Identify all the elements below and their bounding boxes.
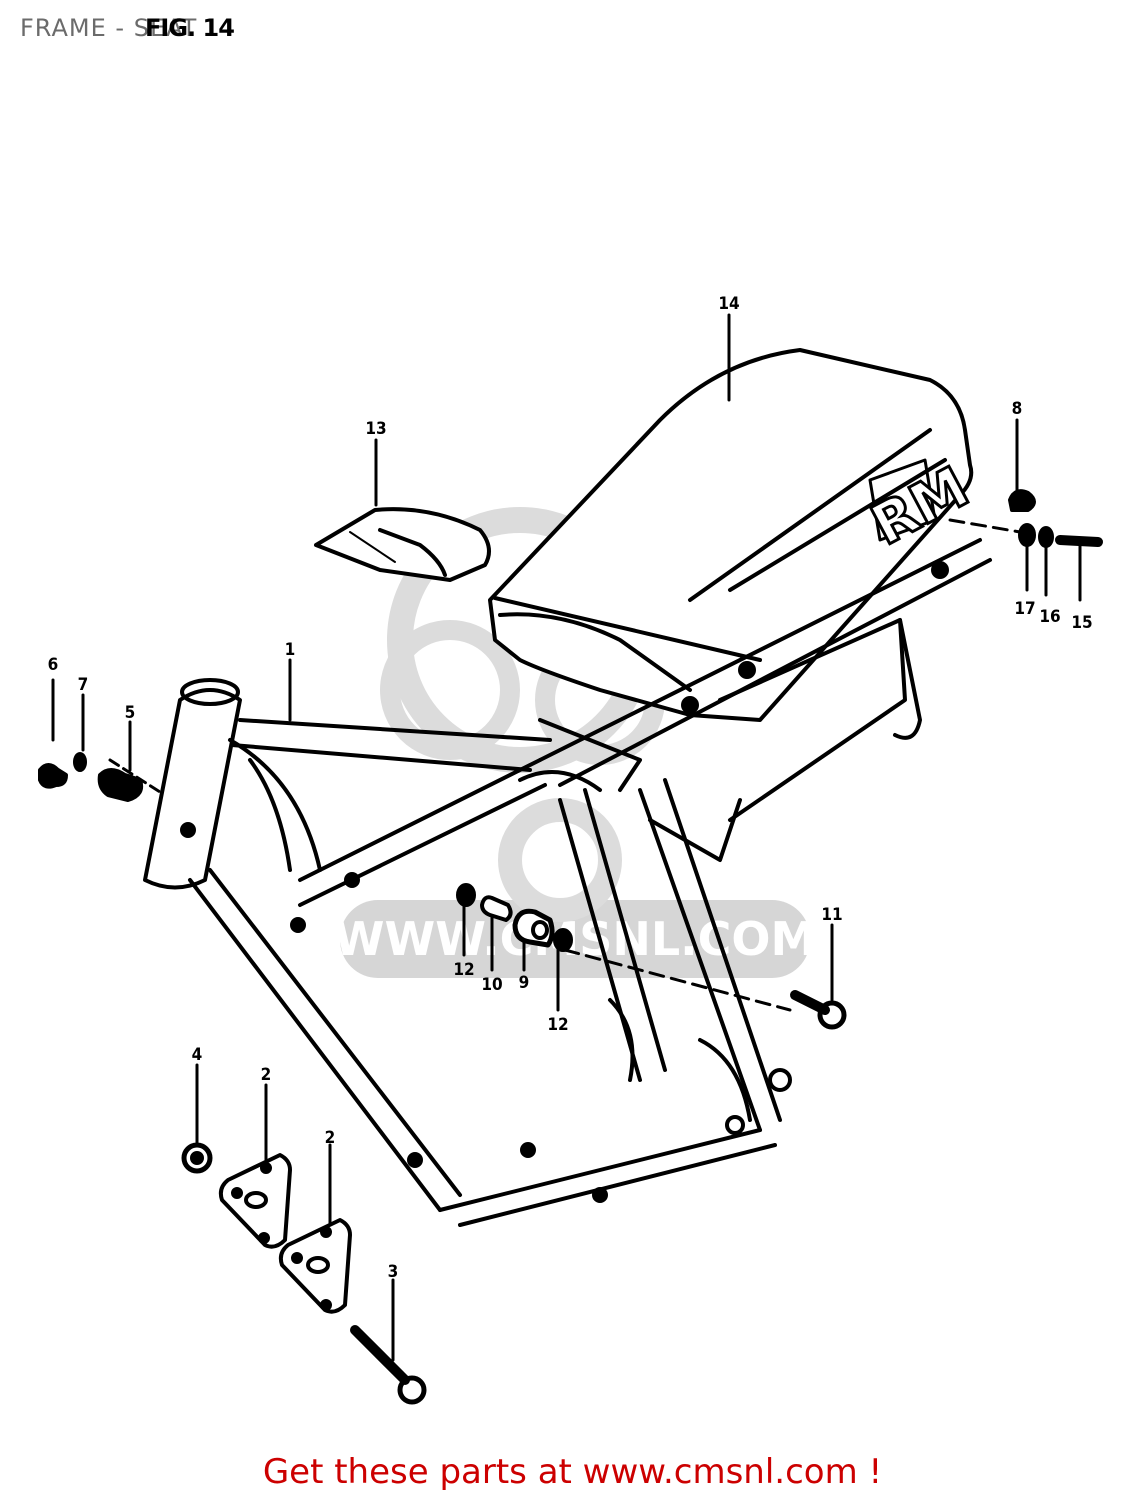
- callout-7: 7: [78, 675, 89, 695]
- callout-6: 6: [48, 655, 59, 675]
- watermark-text: WWW.CMSNL.COM: [334, 912, 817, 966]
- callout-15: 15: [1071, 613, 1092, 633]
- callout-2b: 2: [325, 1128, 336, 1148]
- callout-4: 4: [192, 1045, 203, 1065]
- callout-10: 10: [481, 975, 502, 995]
- diagram-title: FRAME - SEAT: [20, 14, 198, 42]
- frame: [143, 538, 992, 1227]
- seat: [488, 348, 974, 722]
- callout-9: 9: [519, 973, 530, 993]
- callout-1: 1: [285, 640, 296, 660]
- callout-8: 8: [1012, 399, 1023, 419]
- callout-11: 11: [821, 905, 842, 925]
- callout-12b: 12: [547, 1015, 568, 1035]
- callout-5: 5: [125, 703, 136, 723]
- figure-label: FIG. 14: [145, 14, 235, 42]
- callout-12a: 12: [453, 960, 474, 980]
- tank-cushion: [314, 507, 491, 582]
- callout-13: 13: [365, 419, 386, 439]
- callout-16: 16: [1039, 607, 1060, 627]
- callout-2a: 2: [261, 1065, 272, 1085]
- cmsnl-watermark: WWW.CMSNL.COM: [334, 507, 817, 978]
- hardware-parts: [38, 489, 1103, 1405]
- callout-17: 17: [1014, 599, 1035, 619]
- callout-3: 3: [388, 1262, 399, 1282]
- callout-14: 14: [718, 294, 739, 314]
- buy-parts-link[interactable]: Get these parts at www.cmsnl.com !: [262, 1452, 883, 1492]
